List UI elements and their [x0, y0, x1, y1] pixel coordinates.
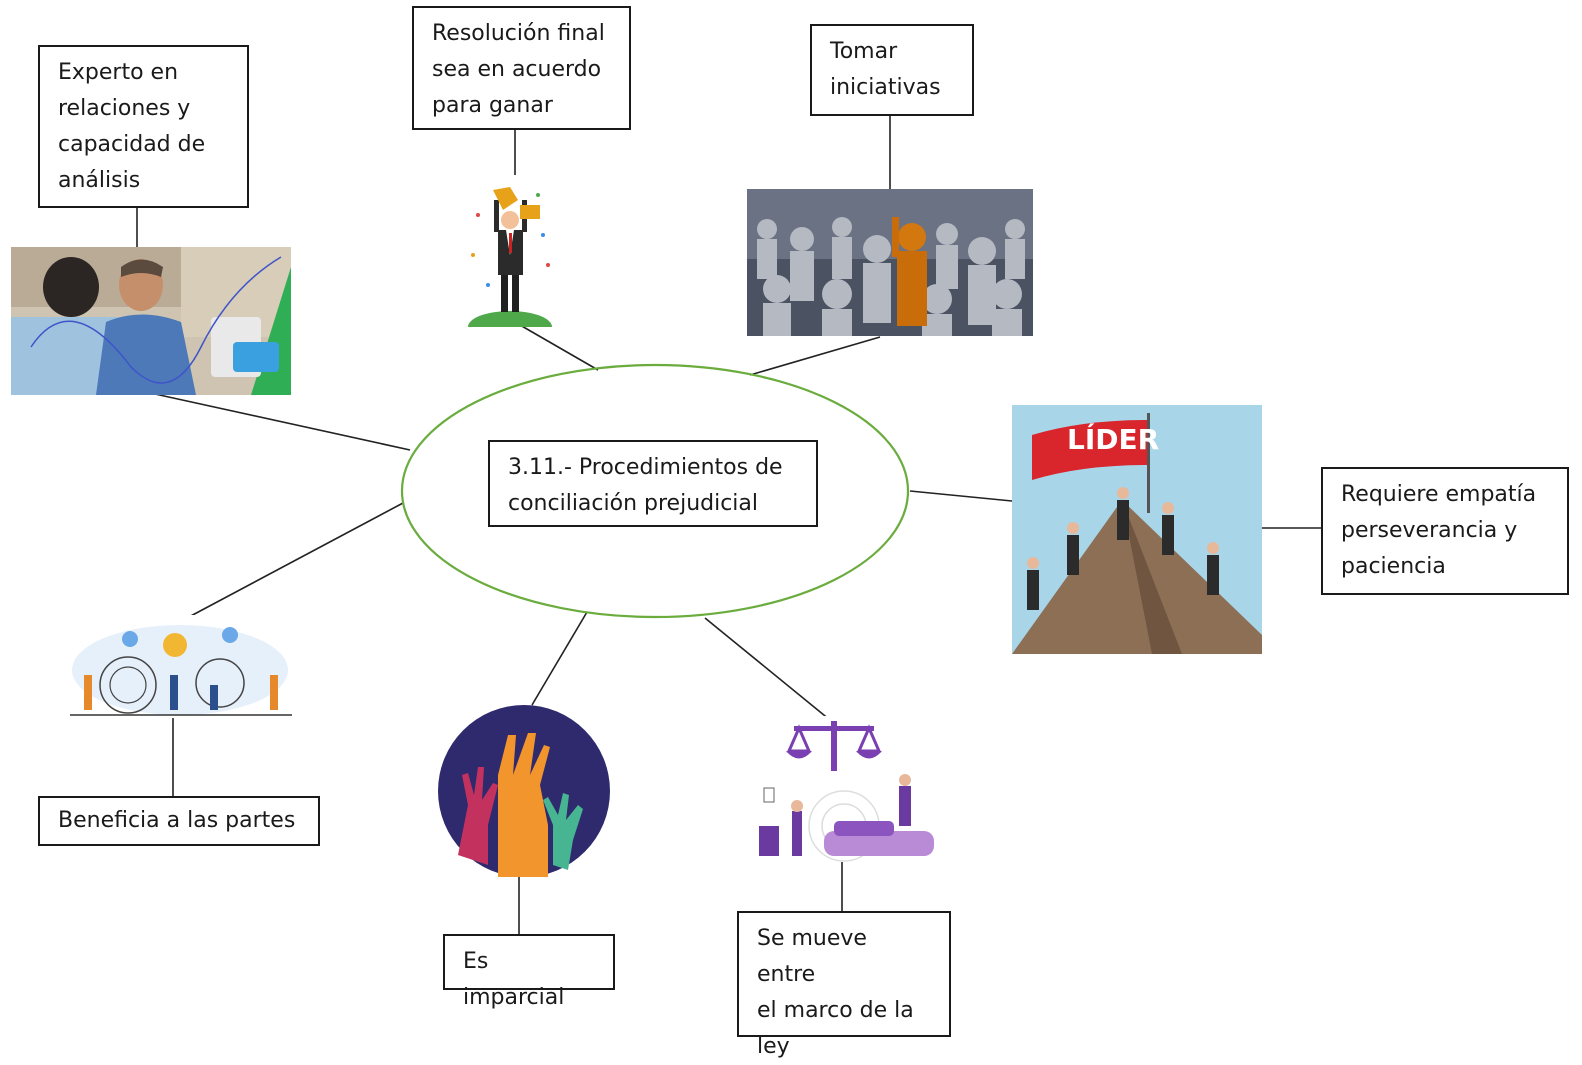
leader-summit-illustration: LÍDER	[1012, 405, 1262, 654]
raised-hands-svg	[438, 705, 610, 877]
standout-figure-icon	[747, 189, 1033, 336]
center-ellipse	[400, 363, 910, 619]
node-requiere-box: Requiere empatía perseverancia y pacienc…	[1321, 467, 1569, 595]
node-resolucion-box: Resolución final sea en acuerdo para gan…	[412, 6, 631, 130]
connector-lider-center	[909, 490, 1013, 502]
leader-flag-text: LÍDER	[1067, 423, 1160, 456]
node-marco-box: Se mueve entre el marco de la ley	[737, 911, 951, 1059]
connector-marco-center	[704, 617, 831, 721]
connector-beneficia-center	[186, 502, 404, 619]
trophy-icon	[448, 175, 573, 327]
meeting-photo-icon	[11, 247, 291, 395]
node-imparcial-box: Es imparcial	[443, 934, 615, 1010]
problem-solving-icon	[70, 615, 292, 718]
center-topic-box: 3.11.- Procedimientos de conciliación pr…	[488, 440, 818, 527]
connector-imparcial-center	[531, 611, 588, 706]
justice-scales-icon	[734, 716, 944, 862]
meeting-photo	[11, 247, 291, 395]
justice-scales-illustration	[734, 716, 944, 862]
standout-figure-illustration	[747, 189, 1033, 336]
node-experto-box: Experto en relaciones y capacidad de aná…	[38, 45, 249, 208]
node-beneficia-box: Beneficia a las partes	[38, 796, 320, 846]
connector-experto-center	[154, 393, 411, 451]
connector-tomar-center	[749, 336, 881, 376]
problem-solving-illustration	[70, 615, 292, 718]
raised-hands-icon	[438, 705, 611, 877]
connector-resolucion-center	[519, 324, 599, 371]
leader-flag-icon	[1012, 405, 1262, 654]
trophy-winner-illustration	[448, 175, 573, 327]
node-tomar-box: Tomar iniciativas	[810, 24, 974, 116]
